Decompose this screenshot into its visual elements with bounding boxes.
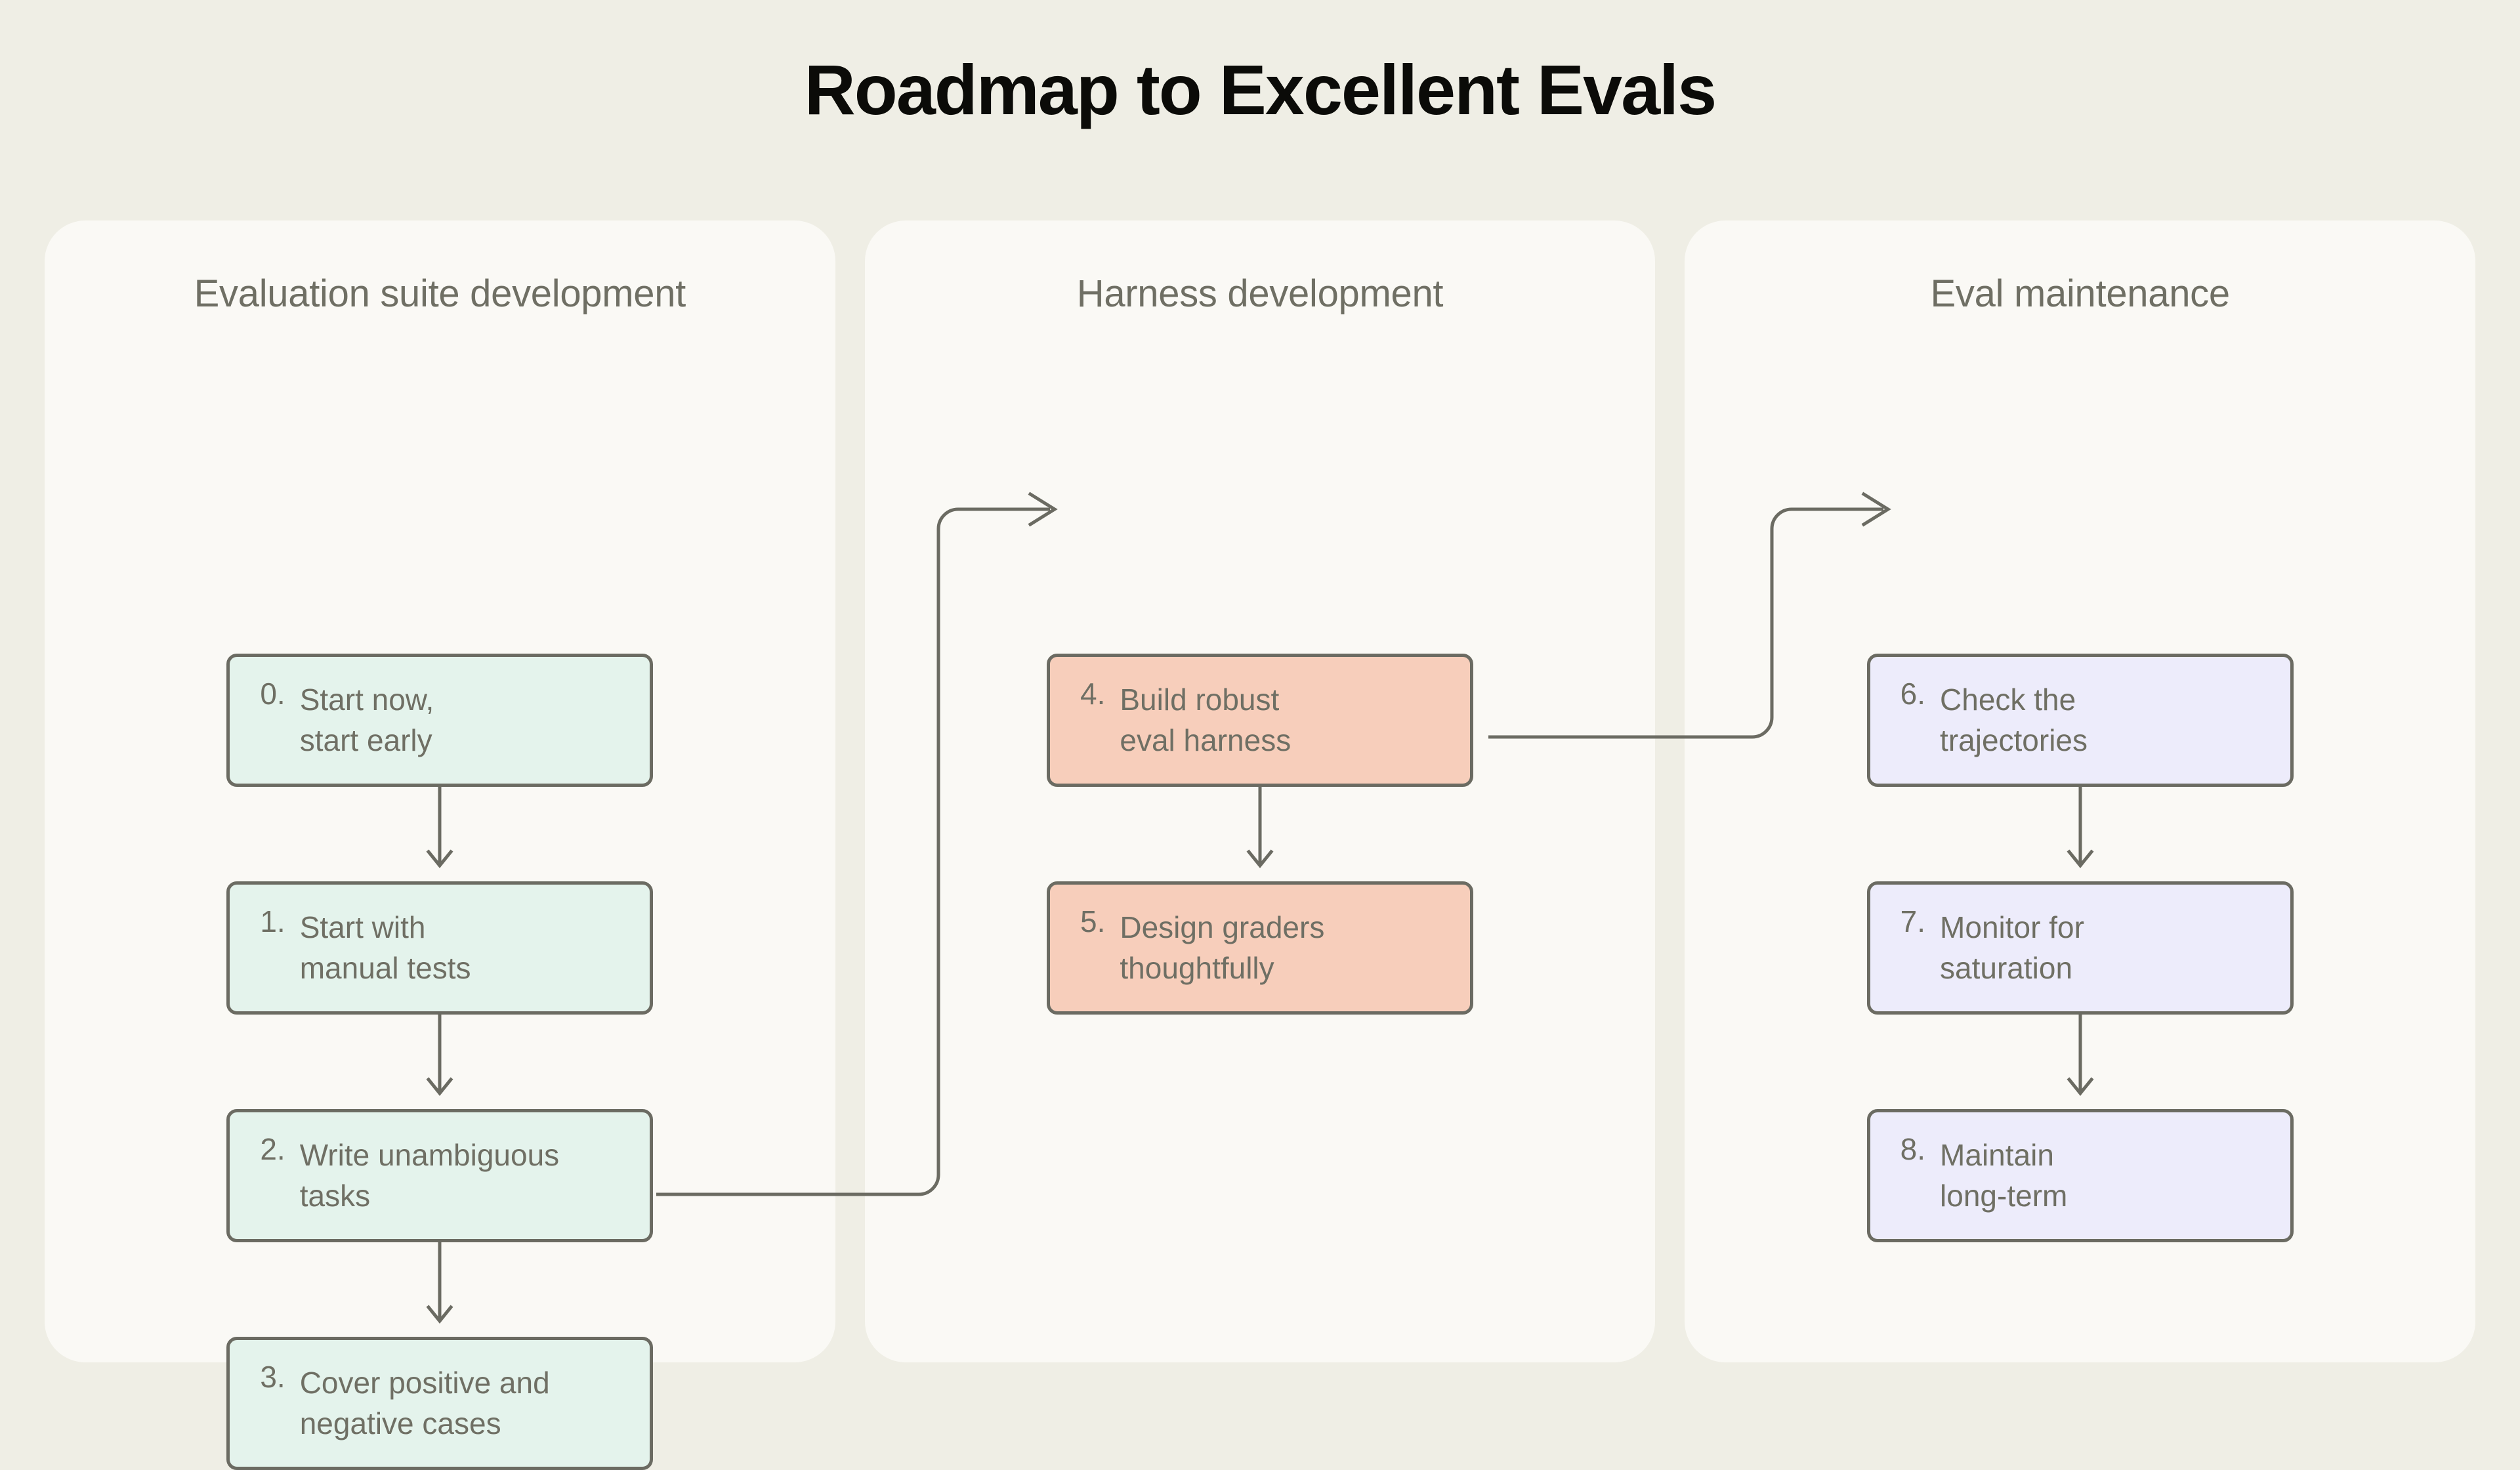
node-list-eval-maintenance: 6. Check the trajectories 7. Monitor for… bbox=[1685, 654, 2475, 1242]
step-number-8: 8. bbox=[1900, 1132, 1926, 1166]
down-arrow-icon bbox=[426, 1015, 453, 1096]
step-number-4: 4. bbox=[1080, 677, 1106, 711]
step-number-1: 1. bbox=[260, 904, 285, 938]
page-title: Roadmap to Excellent Evals bbox=[804, 50, 1717, 129]
connector-step-1-to-2 bbox=[45, 1015, 835, 1109]
step-label-4: Build robust eval harness bbox=[1120, 682, 1292, 757]
panel-heading-harness-development: Harness development bbox=[1076, 272, 1444, 315]
step-label-6: Check the trajectories bbox=[1940, 682, 2088, 757]
step-label-1: Start with manual tests bbox=[299, 910, 471, 985]
node-list-evaluation-suite-development: 0. Start now, start early 1. Start with … bbox=[45, 654, 835, 1470]
step-label-3: Cover positive and negative cases bbox=[299, 1365, 550, 1440]
step-label-7: Monitor for saturation bbox=[1940, 910, 2084, 985]
step-node-0[interactable]: 0. Start now, start early bbox=[226, 654, 654, 787]
connector-step-4-to-5 bbox=[865, 787, 1656, 881]
node-list-harness-development: 4. Build robust eval harness 5. Design g… bbox=[865, 654, 1656, 1015]
panel-evaluation-suite-development: Evaluation suite development 0. Start no… bbox=[45, 220, 835, 1470]
step-node-1[interactable]: 1. Start with manual tests bbox=[226, 881, 654, 1015]
step-number-5: 5. bbox=[1080, 904, 1106, 938]
step-label-2: Write unambiguous tasks bbox=[299, 1137, 560, 1213]
connector-step-0-to-1 bbox=[45, 787, 835, 881]
panel-heading-eval-maintenance: Eval maintenance bbox=[1930, 272, 2231, 315]
panel-eval-maintenance: Eval maintenance 6. Check the trajectori… bbox=[1685, 220, 2476, 1362]
step-label-0: Start now, start early bbox=[299, 682, 434, 757]
connector-step-2-to-3 bbox=[45, 1242, 835, 1337]
step-number-6: 6. bbox=[1900, 677, 1926, 711]
step-node-3[interactable]: 3. Cover positive and negative cases bbox=[226, 1337, 654, 1470]
panel-harness-development: Harness development 4. Build robust eval… bbox=[864, 220, 1656, 1362]
down-arrow-icon bbox=[2067, 1015, 2094, 1096]
panel-heading-evaluation-suite-development: Evaluation suite development bbox=[194, 272, 686, 315]
roadmap-board: Evaluation suite development 0. Start no… bbox=[45, 220, 2476, 1470]
connector-step-6-to-7 bbox=[1685, 787, 2475, 881]
connector-step-7-to-8 bbox=[1685, 1015, 2475, 1109]
step-node-6[interactable]: 6. Check the trajectories bbox=[1866, 654, 2294, 787]
step-label-8: Maintain long-term bbox=[1940, 1137, 2068, 1213]
step-number-7: 7. bbox=[1900, 904, 1926, 938]
step-node-8[interactable]: 8. Maintain long-term bbox=[1866, 1109, 2294, 1242]
down-arrow-icon bbox=[426, 1242, 453, 1324]
step-node-5[interactable]: 5. Design graders thoughtfully bbox=[1047, 881, 1473, 1015]
step-label-5: Design graders thoughtfully bbox=[1120, 910, 1325, 985]
step-number-2: 2. bbox=[260, 1132, 285, 1166]
step-number-3: 3. bbox=[260, 1360, 285, 1394]
step-node-2[interactable]: 2. Write unambiguous tasks bbox=[226, 1109, 654, 1242]
step-node-7[interactable]: 7. Monitor for saturation bbox=[1866, 881, 2294, 1015]
down-arrow-icon bbox=[1246, 787, 1274, 868]
step-node-4[interactable]: 4. Build robust eval harness bbox=[1047, 654, 1473, 787]
down-arrow-icon bbox=[2067, 787, 2094, 868]
down-arrow-icon bbox=[426, 787, 453, 868]
step-number-0: 0. bbox=[260, 677, 285, 711]
